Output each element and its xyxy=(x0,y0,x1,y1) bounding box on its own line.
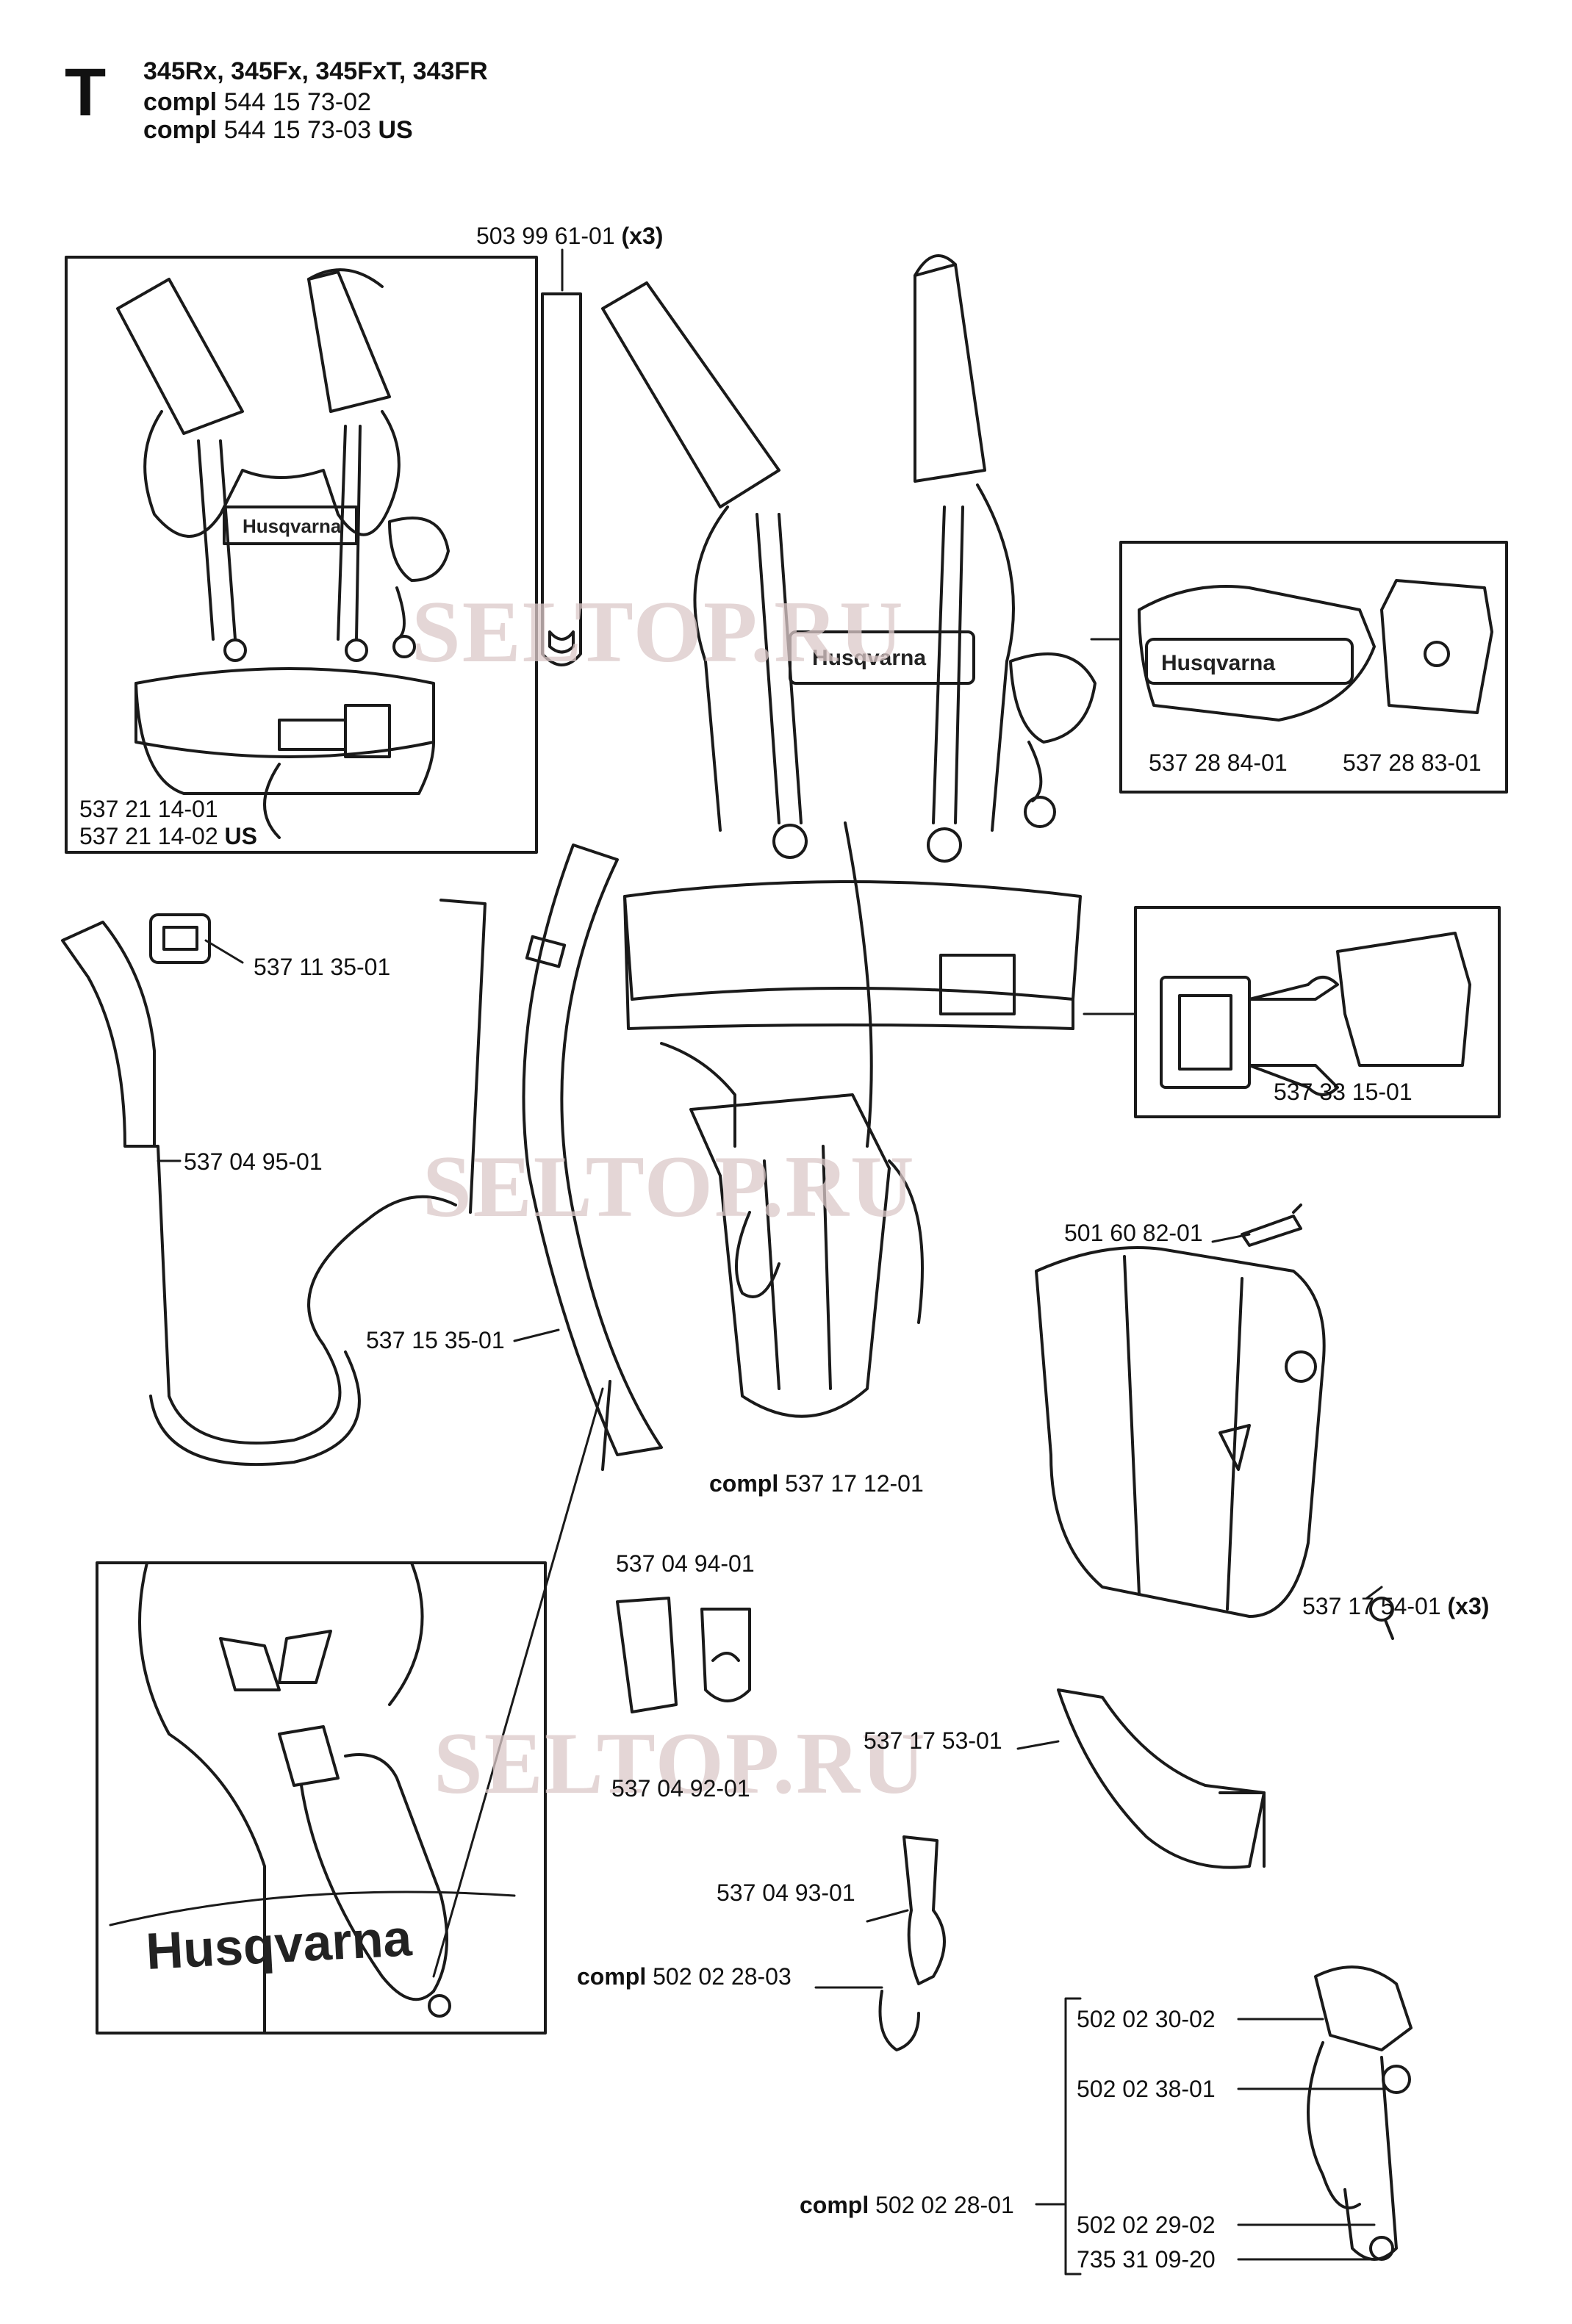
label-537-11-35-01: 537 11 35-01 xyxy=(254,954,391,980)
strap-503-99-61-01 xyxy=(541,248,582,666)
leader-lines xyxy=(157,638,1387,2276)
shoulder-pads-drawing: Husqvarna xyxy=(1138,579,1493,722)
screw-drawing xyxy=(1369,1597,1394,1640)
compl-line-1: compl 544 15 73-02 xyxy=(143,90,371,115)
quantity-x3: (x3) xyxy=(1447,1593,1490,1619)
compl-code-1: 544 15 73-02 xyxy=(223,88,371,116)
label-502-02-28-01: compl 502 02 28-01 xyxy=(800,2193,1014,2217)
compl-line-2: compl 544 15 73-03 US xyxy=(143,118,413,143)
watermark-3: SELTOP.RU xyxy=(434,1714,927,1812)
brand-logo-small: Husqvarna xyxy=(243,515,342,537)
label-537-04-95-01: 537 04 95-01 xyxy=(184,1148,323,1175)
brand-logo-back: Husqvarna xyxy=(145,1909,414,1980)
label-537-17-54-01: 537 17 54-01 (x3) xyxy=(1302,1594,1489,1618)
compl-code-2: 544 15 73-03 xyxy=(223,116,371,144)
label-501-60-82-01: 501 60 82-01 xyxy=(1064,1220,1203,1246)
label-537-21-14-02: 537 21 14-02 US xyxy=(79,824,257,848)
hook-assembly-drawing xyxy=(1307,1965,1413,2261)
buckle-drawing xyxy=(1160,932,1471,1096)
label-537-04-92-01: 537 04 92-01 xyxy=(611,1775,750,1802)
hip-pad-drawing xyxy=(1035,1246,1326,1869)
watermark-2: SELTOP.RU xyxy=(423,1137,916,1235)
label-537-17-53-01: 537 17 53-01 xyxy=(864,1727,1002,1754)
clips-drawing xyxy=(616,1597,751,1713)
part-number: 537 17 54-01 xyxy=(1302,1593,1441,1619)
label-502-02-29-02: 502 02 29-02 xyxy=(1077,2212,1216,2238)
brand-logo-pad: Husqvarna xyxy=(1161,651,1275,675)
label-502-02-28-03: compl 502 02 28-03 xyxy=(577,1965,792,1988)
compl-word-2: compl xyxy=(143,116,218,144)
part-number: 502 02 28-01 xyxy=(875,2192,1014,2218)
us-mark: US xyxy=(224,823,257,849)
rivet-drawing xyxy=(1241,1204,1302,1247)
inset-box-shoulder-pads xyxy=(1119,541,1508,794)
label-537-28-84-01: 537 28 84-01 xyxy=(1149,749,1288,776)
label-502-02-38-01: 502 02 38-01 xyxy=(1077,2076,1216,2102)
section-letter: T xyxy=(65,55,107,130)
quantity-x3: (x3) xyxy=(621,223,664,249)
model-list: 345Rx, 345Fx, 345FxT, 343FR xyxy=(143,57,488,85)
label-537-04-94-01: 537 04 94-01 xyxy=(616,1550,755,1577)
main-harness-drawing: Husqvarna xyxy=(601,254,1097,1418)
watermark-1: SELTOP.RU xyxy=(412,583,905,680)
compl-word: compl xyxy=(143,88,218,116)
label-537-17-12-01: compl 537 17 12-01 xyxy=(709,1472,924,1495)
label-537-21-14-01: 537 21 14-01 xyxy=(79,796,218,822)
label-537-04-93-01: 537 04 93-01 xyxy=(717,1879,855,1906)
label-502-02-30-02: 502 02 30-02 xyxy=(1077,2006,1216,2032)
hook-drawing xyxy=(878,1835,946,2051)
label-537-15-35-01: 537 15 35-01 xyxy=(366,1327,505,1353)
inset-box-back-detail xyxy=(96,1561,547,2035)
label-735-31-09-20: 735 31 09-20 xyxy=(1077,2246,1216,2273)
inset-box-buckle xyxy=(1134,906,1501,1118)
part-number: 503 99 61-01 xyxy=(476,223,615,249)
back-detail-drawing: Husqvarna xyxy=(109,1561,516,2035)
label-537-28-83-01: 537 28 83-01 xyxy=(1343,749,1482,776)
brand-logo-main: Husqvarna xyxy=(812,646,926,670)
label-503-99-61-01: 503 99 61-01 (x3) xyxy=(476,224,663,248)
cord-strap-drawing xyxy=(61,899,487,1467)
part-number: 537 17 12-01 xyxy=(785,1470,924,1497)
compl-word: compl xyxy=(800,2192,869,2218)
inset-box-harness xyxy=(65,256,538,854)
compl-word: compl xyxy=(709,1470,779,1497)
padded-strap-drawing xyxy=(522,843,663,1471)
label-537-33-15-01: 537 33 15-01 xyxy=(1274,1079,1413,1105)
part-number: 502 02 28-03 xyxy=(653,1963,792,1990)
compl-word: compl xyxy=(577,1963,647,1990)
harness-small-drawing: Husqvarna xyxy=(116,268,450,839)
us-mark-header: US xyxy=(378,116,413,144)
part-number: 537 21 14-02 xyxy=(79,823,218,849)
